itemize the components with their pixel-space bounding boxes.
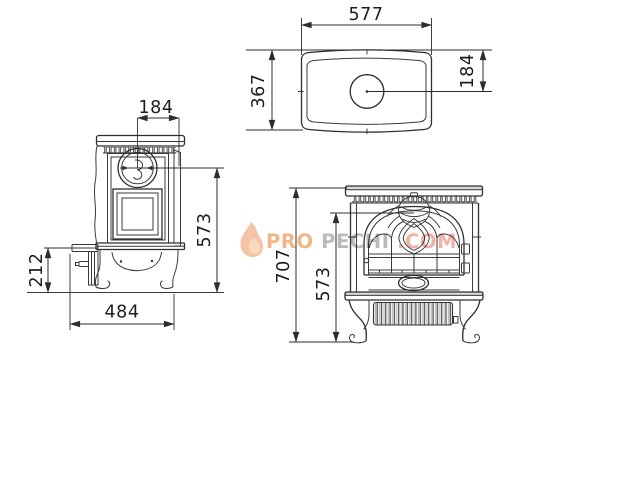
side-dentil-molding [103,146,176,153]
side-flue-scroll-ornament [133,159,144,180]
door-handle-knob [363,257,370,264]
grill-latch [453,316,459,324]
door-hinge-bottom [461,262,470,274]
side-body-front-edge [93,145,98,244]
dim-top-flue-offset: 184 [458,49,487,93]
side-leg-arch [111,251,162,272]
dim-label-side-height: 573 [195,213,215,248]
front-left-leg [348,299,368,342]
dim-label-top-width: 577 [349,5,384,25]
dim-label-side-shelf-height: 212 [27,253,47,288]
dim-top-width: 577 [300,5,433,55]
side-top-plate [95,134,186,147]
dim-front-body-height: 573 [314,212,414,343]
watermark: PRO PECHI .COM [240,222,457,258]
top-view-outer-body [300,49,433,133]
front-oval-emblem [397,274,430,292]
side-front-leg [94,249,101,288]
dim-side-flue: 184 [136,98,180,168]
door-crown-ornament [397,195,431,228]
dim-side-base-depth: 484 [69,254,175,330]
front-base-plate [344,291,484,301]
front-view: 707 573 [274,185,484,344]
watermark-part2: PECHI [321,230,390,253]
dim-top-depth: 367 [249,49,276,131]
top-view: 577 367 184 [246,5,492,134]
side-view: 184 573 212 484 [27,98,224,330]
dim-side-height: 573 [120,167,224,294]
ash-door-knob [75,262,80,266]
dim-label-front-body-height: 573 [314,267,334,302]
dim-side-shelf-height: 212 [27,247,76,294]
dim-label-top-flue-offset: 184 [458,54,478,89]
dim-label-side-base-depth: 484 [105,303,140,323]
watermark-part1: PRO [266,230,314,253]
front-dentil-molding [352,196,477,203]
dim-label-top-depth: 367 [249,74,269,109]
side-rear-heat-shield [173,149,181,247]
front-ash-grill [372,301,454,326]
flame-icon-inner [248,238,261,254]
side-window-outer [112,188,163,240]
watermark-text: PRO PECHI .COM [266,230,457,253]
ash-door-handle [78,261,89,267]
side-rear-leg [172,249,179,288]
ash-door [88,251,99,286]
front-right-leg [461,299,481,342]
front-door-inner-frame [368,210,460,275]
front-door-outer-frame [363,205,465,275]
door-hinge-top [461,243,470,255]
dim-label-side-flue: 184 [139,98,174,118]
watermark-part3: .COM [397,230,457,253]
top-view-inner-panel [306,57,427,125]
dim-label-front-total-height: 707 [274,249,294,284]
dim-front-total-height: 707 [274,187,352,343]
